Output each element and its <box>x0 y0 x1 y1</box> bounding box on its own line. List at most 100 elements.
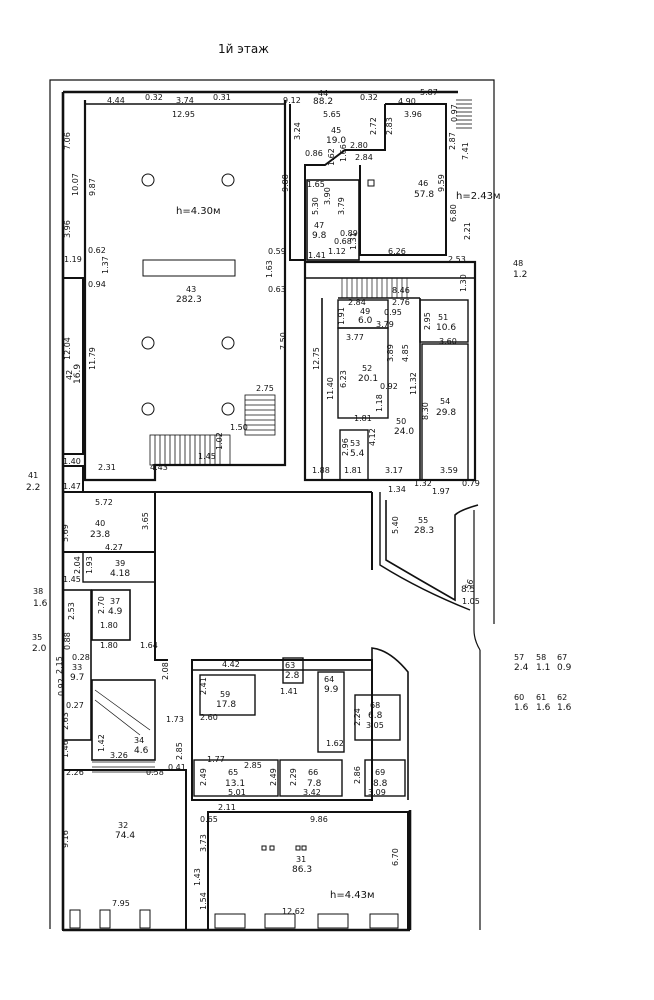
dim-label: 12.04 <box>63 337 72 360</box>
dim-label: 1.42 <box>97 734 106 752</box>
central-south-block <box>191 659 373 801</box>
height-2-43: h=2.43м <box>456 191 501 202</box>
dim-label: 4.42 <box>222 660 240 669</box>
dim-label: 2.04 <box>73 556 82 574</box>
dim-label: 9.59 <box>437 174 446 192</box>
room-62-number: 62 <box>557 693 567 702</box>
dim-label: 3.59 <box>440 466 458 475</box>
room-45-number: 45 <box>331 126 341 135</box>
room-46: 46 57.8 <box>359 103 447 256</box>
room-59: 59 17.8 <box>199 674 256 716</box>
room-49-area: 6.0 <box>358 316 373 326</box>
dimension-labels: 4.44 0.32 3.74 0.31 9.12 0.32 5.87 4.90 … <box>55 88 480 916</box>
dim-label: 2.83 <box>385 117 394 135</box>
dim-label: 12.75 <box>312 347 321 370</box>
dim-label: 5.69 <box>61 524 70 542</box>
dim-label: 4.90 <box>398 97 416 106</box>
dim-label: 0.58 <box>146 768 164 777</box>
dim-label: 2.95 <box>423 312 432 330</box>
dim-label: 3.05 <box>366 721 384 730</box>
dim-label: 0.62 <box>88 246 106 255</box>
dim-label: 9.88 <box>281 174 290 192</box>
room-38-number: 38 <box>33 587 43 596</box>
room-59-number: 59 <box>220 690 230 699</box>
dim-label: 1.54 <box>199 892 208 910</box>
dim-label: 9.87 <box>88 178 97 196</box>
room-54: 54 29.8 <box>421 343 469 481</box>
dim-label: 2.72 <box>369 117 378 135</box>
dim-label: 0.68 <box>334 237 352 246</box>
room-65-number: 65 <box>228 768 238 777</box>
room-31-number: 31 <box>296 855 306 864</box>
dim-label: 1.93 <box>85 556 94 574</box>
dim-label: 2.08 <box>161 662 170 680</box>
room-66-number: 66 <box>308 768 318 777</box>
room-56: 56 8.5 <box>461 578 475 595</box>
room-41-area: 2.2 <box>26 483 40 493</box>
dim-label: 0.92 <box>380 382 398 391</box>
room-39-number: 39 <box>115 559 125 568</box>
dim-label: 0.28 <box>72 653 90 662</box>
room-34-area: 4.6 <box>134 746 149 756</box>
dim-label: 3.26 <box>110 751 128 760</box>
room-64-number: 64 <box>324 675 334 684</box>
room-63-area: 2.8 <box>285 671 300 681</box>
room-56-area: 8.5 <box>461 585 475 595</box>
room-65-area: 13.1 <box>225 779 245 789</box>
dim-label: 1.40 <box>63 457 81 466</box>
dim-label: 11.40 <box>326 377 335 400</box>
dim-label: 2.29 <box>289 768 298 786</box>
room-68-number: 68 <box>370 701 380 710</box>
dim-label: 1.41 <box>280 687 298 696</box>
dim-label: 1.81 <box>354 414 372 423</box>
room-53: 53 5.4 <box>339 429 369 481</box>
room-60-area: 1.6 <box>514 703 529 713</box>
dim-label: 2.80 <box>350 141 368 150</box>
room-32-area: 74.4 <box>115 831 135 841</box>
dim-label: 1.91 <box>337 307 346 325</box>
dim-label: 2.76 <box>392 298 410 307</box>
room-61-number: 61 <box>536 693 546 702</box>
room-39: 39 4.18 <box>82 551 156 583</box>
dim-label: 1.88 <box>312 466 330 475</box>
room-55: 55 28.3 <box>385 500 479 602</box>
dim-label: 2.24 <box>353 708 362 726</box>
dim-label: 1.05 <box>462 597 480 606</box>
room-66-area: 7.8 <box>307 779 322 789</box>
room-47: 47 9.8 <box>306 179 360 261</box>
dim-label: 2.15 <box>55 656 64 674</box>
room-42-number: 42 <box>65 370 74 380</box>
dim-label: 5.65 <box>323 110 341 119</box>
dim-label: 1.62 <box>327 148 336 166</box>
room-49-number: 49 <box>360 307 370 316</box>
dim-label: 1.80 <box>100 621 118 630</box>
dim-label: 3.90 <box>323 187 332 205</box>
dim-label: 1.45 <box>63 575 81 584</box>
dim-label: 7.41 <box>461 142 470 160</box>
dim-label: 2.87 <box>448 132 457 150</box>
room-53-number: 53 <box>350 439 360 448</box>
dim-label: 2.53 <box>67 602 76 620</box>
dim-label: 1.19 <box>64 255 82 264</box>
room-44-number: 44 <box>318 89 328 98</box>
dim-label: 4.12 <box>368 428 377 446</box>
room-57-number: 57 <box>514 653 524 662</box>
room-43-number: 43 <box>186 285 196 294</box>
room-35-area: 2.0 <box>32 644 47 654</box>
dim-label: 5.30 <box>311 197 320 215</box>
dim-label: 0.31 <box>213 93 231 102</box>
room-47-number: 47 <box>314 221 324 230</box>
dim-label: 3.89 <box>386 344 395 362</box>
dim-label: 3.42 <box>303 788 321 797</box>
room-32: 32 74.4 <box>62 761 187 931</box>
room-40-area: 23.8 <box>90 530 110 540</box>
arch-68 <box>371 647 409 800</box>
east-block <box>303 260 477 482</box>
dim-label: 1.81 <box>344 466 362 475</box>
room-42: 42 16.9 <box>62 277 84 455</box>
dim-label: 4.27 <box>105 543 123 552</box>
room-43-area: 282.3 <box>176 295 202 305</box>
room-45-area: 19.0 <box>326 136 346 146</box>
room-31-area: 86.3 <box>292 865 312 875</box>
dim-label: 0.65 <box>200 815 218 824</box>
